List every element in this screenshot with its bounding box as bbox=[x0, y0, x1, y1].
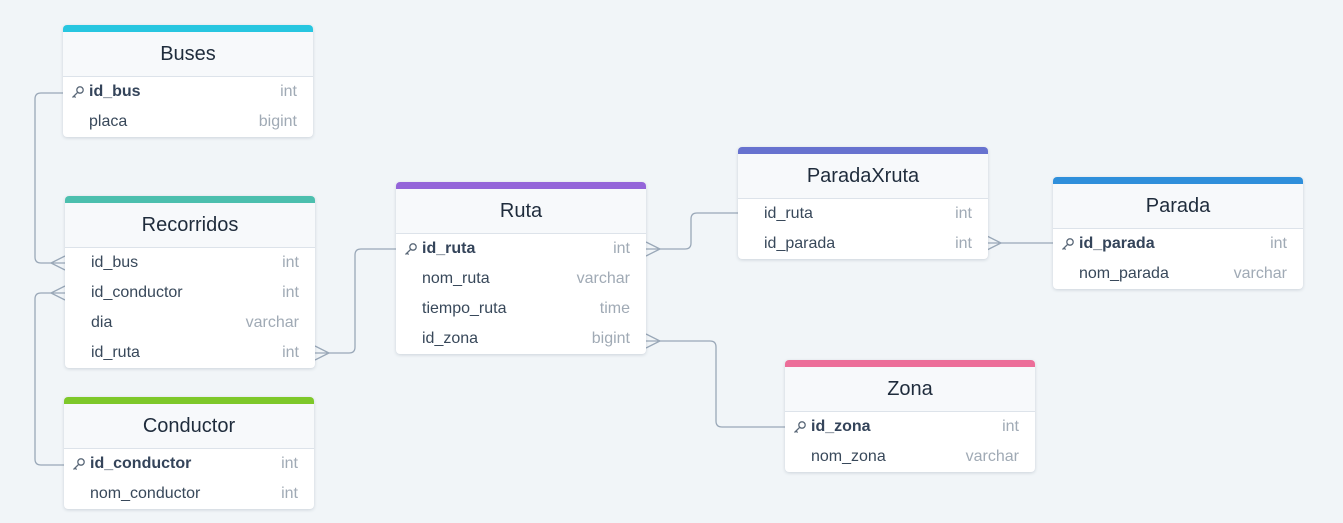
field-row[interactable]: id_conductor int bbox=[65, 278, 315, 308]
field-type: int bbox=[280, 83, 297, 100]
field-type: int bbox=[1270, 235, 1287, 252]
field-type: int bbox=[281, 485, 298, 502]
table-paradaxruta[interactable]: ParadaXruta id_ruta int id_parada int bbox=[738, 147, 988, 259]
field-row[interactable]: id_parada int bbox=[738, 229, 988, 259]
field-name: id_ruta bbox=[91, 344, 140, 361]
field-name: id_bus bbox=[91, 254, 139, 271]
field-type: int bbox=[613, 240, 630, 257]
table-parada[interactable]: Parada id_parada int nom_parada varchar bbox=[1053, 177, 1303, 289]
field-name: nom_ruta bbox=[422, 270, 490, 287]
crows-foot-icon bbox=[645, 241, 662, 257]
key-icon bbox=[405, 243, 417, 256]
table-title[interactable]: Buses bbox=[63, 32, 313, 77]
field-type: varchar bbox=[245, 314, 299, 331]
field-name: id_bus bbox=[89, 83, 141, 100]
table-color-bar bbox=[396, 182, 646, 189]
table-color-bar bbox=[1053, 177, 1303, 184]
field-row[interactable]: id_bus int bbox=[63, 77, 313, 107]
field-name: placa bbox=[89, 113, 128, 130]
field-type: int bbox=[955, 205, 972, 222]
field-type: time bbox=[599, 300, 630, 317]
crows-foot-icon bbox=[986, 235, 1003, 251]
table-color-bar bbox=[63, 25, 313, 32]
field-type: bigint bbox=[591, 330, 630, 347]
table-color-bar bbox=[785, 360, 1035, 367]
field-type: varchar bbox=[1233, 265, 1287, 282]
field-row[interactable]: id_conductor int bbox=[64, 449, 314, 479]
relation-line-ruta-recorridos[interactable] bbox=[315, 248, 396, 354]
relation-line-conductor-recorridos[interactable] bbox=[34, 292, 65, 466]
crows-foot-icon bbox=[49, 285, 66, 301]
field-row[interactable]: id_zona int bbox=[785, 412, 1035, 442]
field-row[interactable]: id_ruta int bbox=[738, 199, 988, 229]
relation-line-ruta-paradaxruta[interactable] bbox=[646, 212, 738, 250]
field-name: nom_conductor bbox=[90, 485, 201, 502]
table-recorridos[interactable]: Recorridos id_bus int id_conductor int d… bbox=[65, 196, 315, 368]
key-icon bbox=[794, 421, 806, 434]
field-name: id_ruta bbox=[422, 240, 476, 257]
field-row[interactable]: id_bus int bbox=[65, 248, 315, 278]
field-name: nom_zona bbox=[811, 448, 886, 465]
field-row[interactable]: nom_conductor int bbox=[64, 479, 314, 509]
field-row[interactable]: id_parada int bbox=[1053, 229, 1303, 259]
field-type: int bbox=[282, 284, 299, 301]
field-name: id_parada bbox=[1079, 235, 1155, 252]
field-name: tiempo_ruta bbox=[422, 300, 507, 317]
field-type: int bbox=[281, 455, 298, 472]
crows-foot-icon bbox=[49, 255, 66, 271]
table-title[interactable]: Ruta bbox=[396, 189, 646, 234]
field-type: varchar bbox=[576, 270, 630, 287]
field-row[interactable]: id_ruta int bbox=[65, 338, 315, 368]
field-row[interactable]: id_ruta int bbox=[396, 234, 646, 264]
field-row[interactable]: tiempo_ruta time bbox=[396, 294, 646, 324]
key-icon bbox=[72, 86, 84, 99]
field-row[interactable]: id_zona bigint bbox=[396, 324, 646, 354]
table-conductor[interactable]: Conductor id_conductor int nom_conductor… bbox=[64, 397, 314, 509]
field-name: dia bbox=[91, 314, 113, 331]
field-row[interactable]: dia varchar bbox=[65, 308, 315, 338]
relation-line-ruta-zona[interactable] bbox=[646, 340, 785, 428]
field-type: int bbox=[282, 254, 299, 271]
field-row[interactable]: nom_parada varchar bbox=[1053, 259, 1303, 289]
field-row[interactable]: placa bigint bbox=[63, 107, 313, 137]
field-type: varchar bbox=[965, 448, 1019, 465]
relation-line-buses-recorridos[interactable] bbox=[34, 92, 65, 264]
table-buses[interactable]: Buses id_bus int placa bigint bbox=[63, 25, 313, 137]
field-name: id_conductor bbox=[91, 284, 183, 301]
key-icon bbox=[73, 458, 85, 471]
field-name: id_zona bbox=[422, 330, 479, 347]
field-type: int bbox=[955, 235, 972, 252]
field-name: nom_parada bbox=[1079, 265, 1169, 282]
field-type: int bbox=[282, 344, 299, 361]
field-name: id_conductor bbox=[90, 455, 192, 472]
table-title[interactable]: Parada bbox=[1053, 184, 1303, 229]
table-color-bar bbox=[738, 147, 988, 154]
field-name: id_parada bbox=[764, 235, 836, 252]
field-row[interactable]: nom_zona varchar bbox=[785, 442, 1035, 472]
table-zona[interactable]: Zona id_zona int nom_zona varchar bbox=[785, 360, 1035, 472]
crows-foot-icon bbox=[645, 333, 662, 349]
table-title[interactable]: Zona bbox=[785, 367, 1035, 412]
field-type: bigint bbox=[258, 113, 297, 130]
table-title[interactable]: Recorridos bbox=[65, 203, 315, 248]
table-ruta[interactable]: Ruta id_ruta int nom_ruta varchar tiempo… bbox=[396, 182, 646, 354]
table-title[interactable]: ParadaXruta bbox=[738, 154, 988, 199]
table-title[interactable]: Conductor bbox=[64, 404, 314, 449]
field-row[interactable]: nom_ruta varchar bbox=[396, 264, 646, 294]
table-color-bar bbox=[64, 397, 314, 404]
crows-foot-icon bbox=[314, 345, 331, 361]
field-type: int bbox=[1002, 418, 1019, 435]
field-name: id_zona bbox=[811, 418, 871, 435]
key-icon bbox=[1062, 238, 1074, 251]
table-color-bar bbox=[65, 196, 315, 203]
field-name: id_ruta bbox=[764, 205, 813, 222]
